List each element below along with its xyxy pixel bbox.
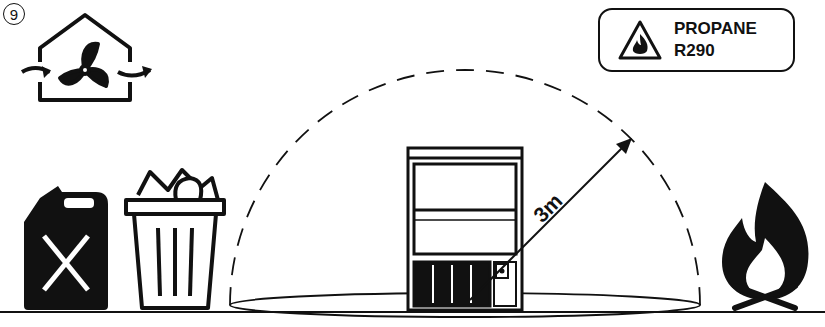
jerrycan-icon: [24, 186, 108, 310]
refrigerant-badge: PROPANE R290: [598, 8, 795, 72]
refrigerant-label: PROPANE R290: [674, 18, 764, 62]
distance-label: 3m: [529, 189, 567, 227]
trash-bin-icon: [126, 170, 224, 308]
callout-number: 9: [10, 6, 18, 23]
fire-icon: [722, 182, 808, 308]
callout-circle: 9: [3, 3, 25, 25]
ventilation-icon: [22, 15, 152, 100]
flammable-warning-symbol: [620, 22, 660, 58]
radius-arrow: [470, 138, 632, 300]
ice-machine: [408, 148, 522, 310]
safety-zone: [230, 70, 700, 317]
